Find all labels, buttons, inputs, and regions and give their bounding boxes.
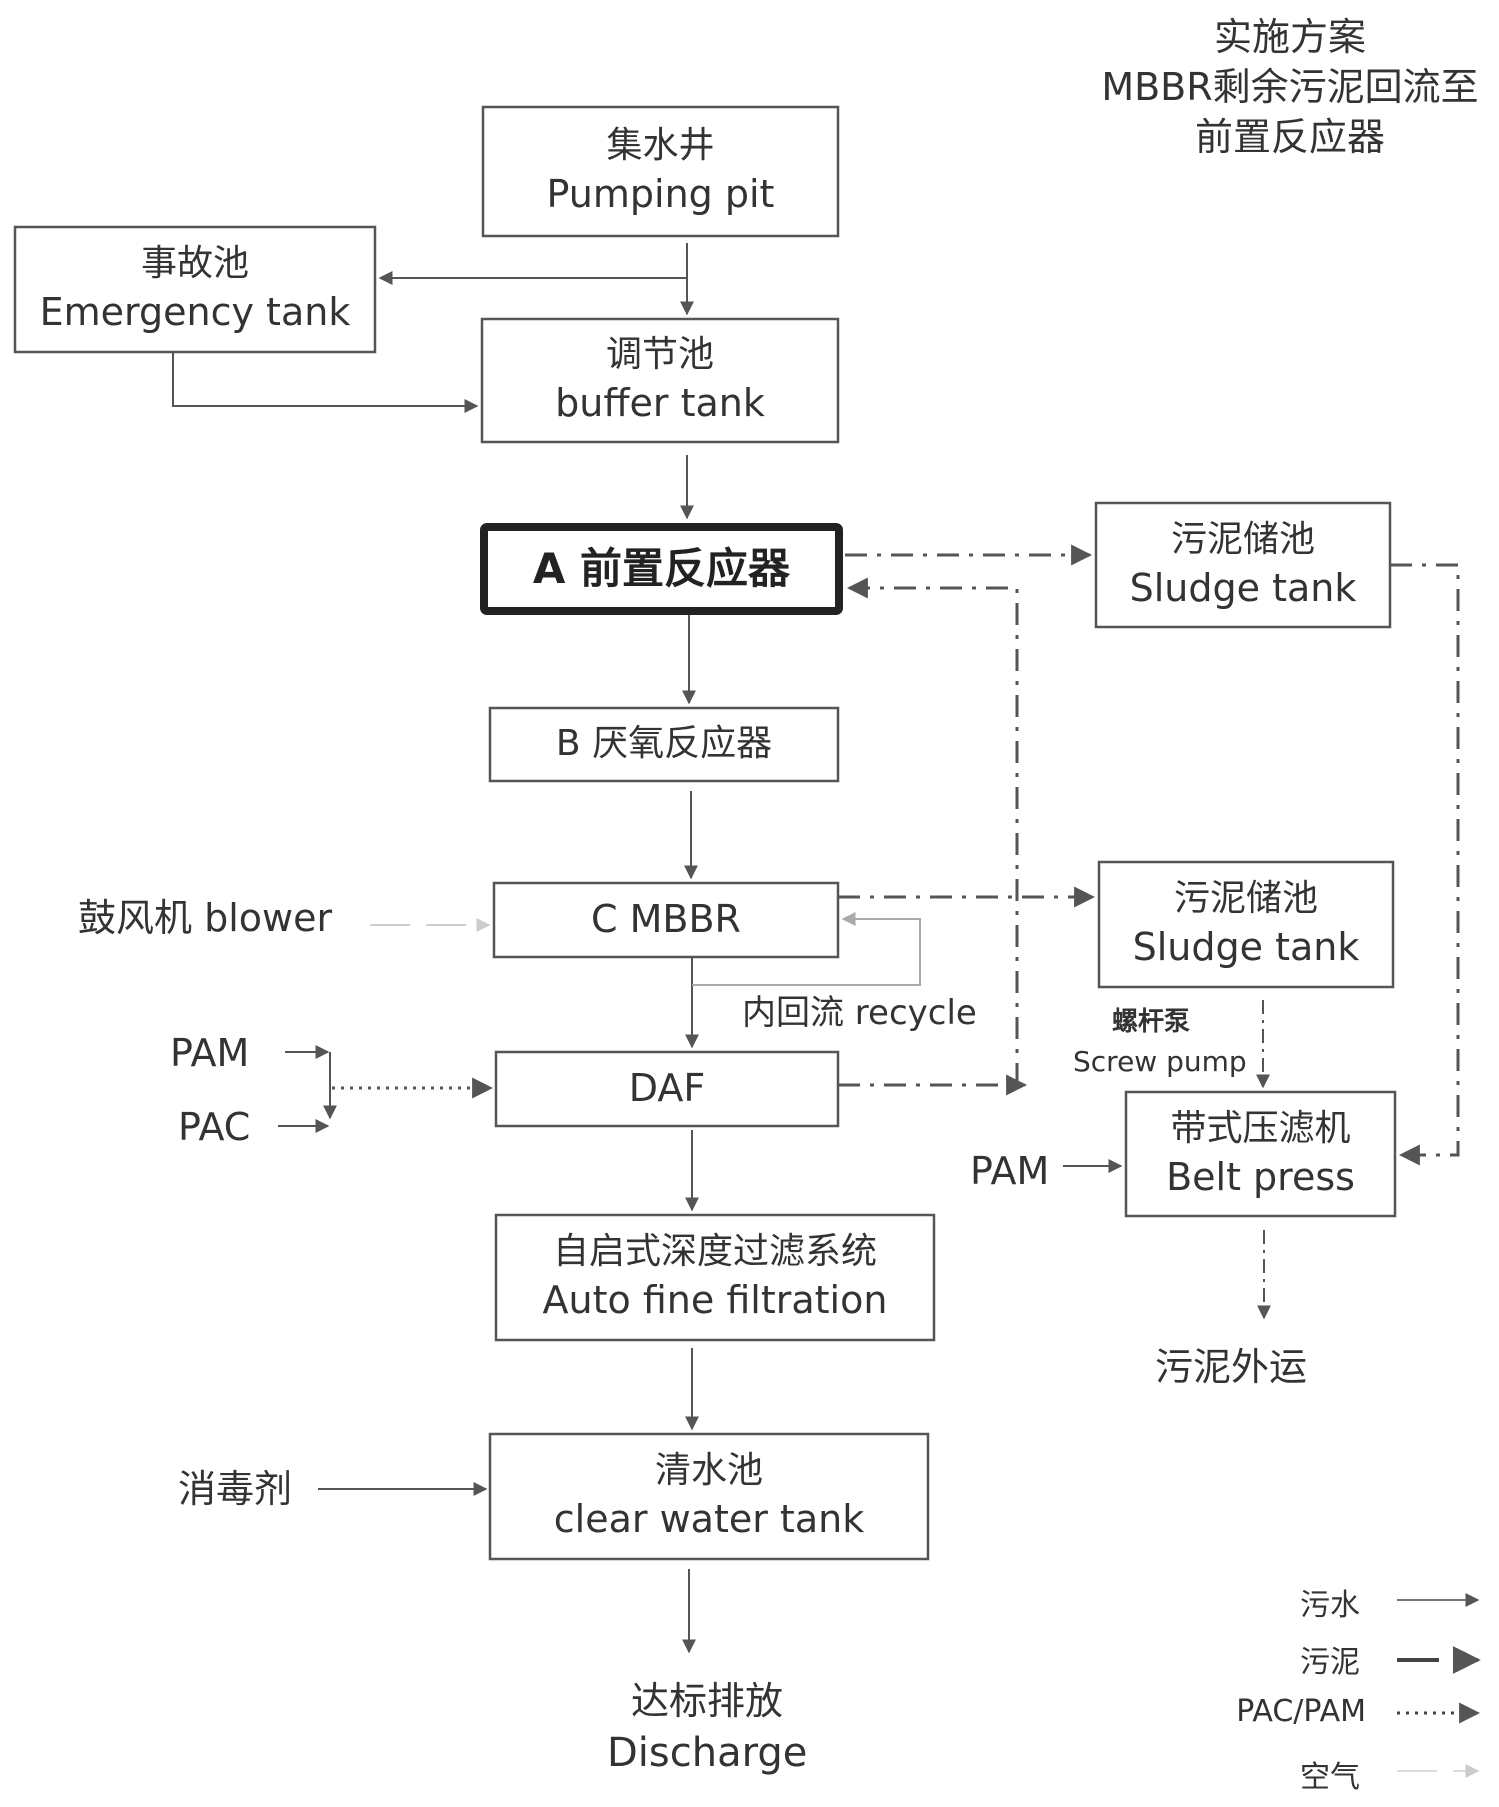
sludge-tank-2: 污泥储池 Sludge tank (1099, 862, 1393, 987)
title-line-1: 实施方案 (1213, 15, 1366, 59)
blower-label: 鼓风机 blower (78, 896, 333, 940)
clear-water-tank-box (488, 1432, 930, 1561)
auto-filtration-box (494, 1213, 936, 1342)
emergency-tank-en: Emergency tank (39, 290, 351, 335)
title-line-2: MBBR剩余污泥回流至 (1101, 65, 1479, 109)
sludge-tank-2-box (1097, 860, 1395, 989)
pumping-pit-zh: 集水井 (606, 125, 715, 167)
buffer-tank-box (480, 317, 840, 444)
daf: DAF (496, 1052, 838, 1126)
c-mbbr-label: C MBBR (591, 897, 741, 942)
diagram-title: 实施方案 MBBR剩余污泥回流至 前置反应器 (1080, 12, 1499, 162)
legend-sludge-label: 污泥 (1300, 1645, 1360, 1680)
clear-water-tank-en: clear water tank (553, 1497, 865, 1542)
buffer-tank-zh: 调节池 (605, 334, 714, 376)
pam-right-label: PAM (970, 1149, 1050, 1193)
screw-pump-zh: 螺杆泵 (1112, 1007, 1191, 1037)
sludge-tank1-to-belt (1390, 563, 1460, 1166)
a-reactor: A 前置反应器 (484, 527, 839, 611)
sludge-tank-1-en: Sludge tank (1129, 565, 1357, 610)
belt-press-en: Belt press (1166, 1154, 1355, 1199)
emergency-tank-zh: 事故池 (140, 243, 249, 285)
discharge-zh: 达标排放 (630, 1679, 783, 1723)
legend-lines (1397, 1593, 1481, 1778)
pumping-pit-en: Pumping pit (546, 172, 775, 217)
pumping-pit: 集水井 Pumping pit (483, 107, 838, 236)
sludge-tank-1-box (1094, 501, 1392, 629)
legend-chem-label: PAC/PAM (1236, 1694, 1366, 1729)
emergency-tank-box (13, 225, 377, 354)
auto-filtration-zh: 自启式深度过滤系统 (552, 1231, 877, 1273)
recycle-loop (692, 912, 921, 986)
discharge-en: Discharge (607, 1730, 808, 1776)
auto-filtration: 自启式深度过滤系统 Auto fine filtration (496, 1215, 934, 1340)
disinfectant-label: 消毒剂 (178, 1467, 293, 1511)
buffer-tank: 调节池 buffer tank (482, 319, 838, 442)
sludge-return-to-a (846, 577, 1019, 1085)
daf-label: DAF (628, 1066, 706, 1111)
pac-left-label: PAC (178, 1105, 251, 1149)
pumping-pit-box (481, 105, 840, 238)
clear-water-tank: 清水池 clear water tank (490, 1434, 928, 1559)
recycle-label: 内回流 recycle (742, 993, 977, 1033)
a-reactor-box (480, 523, 843, 615)
sludge-tank-2-en: Sludge tank (1132, 925, 1360, 970)
belt-press: 带式压滤机 Belt press (1126, 1092, 1395, 1216)
b-reactor: B 厌氧反应器 (490, 708, 838, 781)
legend-sewage-label: 污水 (1300, 1588, 1360, 1623)
daf-box (494, 1050, 840, 1128)
c-mbbr-box (492, 881, 840, 959)
b-reactor-box (488, 706, 840, 783)
sludge-tank-1-zh: 污泥储池 (1170, 518, 1315, 560)
clear-water-tank-zh: 清水池 (654, 1450, 763, 1492)
c-mbbr: C MBBR (494, 883, 838, 957)
sludge-tank-1: 污泥储池 Sludge tank (1096, 503, 1390, 627)
emergency-tank: 事故池 Emergency tank (15, 227, 375, 352)
sludge-tank-2-zh: 污泥储池 (1173, 878, 1318, 920)
flow-emergency-to-buffer (172, 352, 479, 413)
b-reactor-label: B 厌氧反应器 (555, 723, 773, 765)
buffer-tank-en: buffer tank (555, 381, 765, 426)
belt-press-box (1124, 1090, 1397, 1218)
title-line-3: 前置反应器 (1194, 115, 1385, 159)
sludge-out-label: 污泥外运 (1155, 1345, 1308, 1389)
belt-press-zh: 带式压滤机 (1170, 1107, 1351, 1149)
screw-pump-en: Screw pump (1073, 1045, 1247, 1078)
pam-left-label: PAM (170, 1031, 250, 1075)
legend-air-label: 空气 (1300, 1760, 1360, 1795)
auto-filtration-en: Auto fine filtration (542, 1278, 888, 1323)
a-reactor-label: A 前置反应器 (532, 543, 791, 593)
